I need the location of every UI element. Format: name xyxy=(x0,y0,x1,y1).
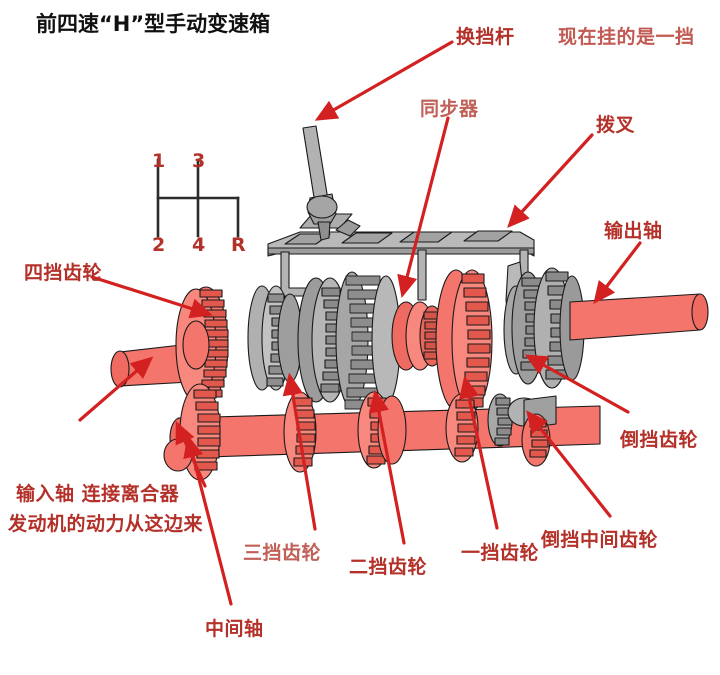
arrow-shift-lever xyxy=(314,40,454,121)
callout-power-from-engine: 发动机的动力从这边来 xyxy=(8,513,204,535)
callout-synchronizer: 同步器 xyxy=(420,98,479,120)
gate-label-1: 1 xyxy=(152,150,166,172)
gate-label-3: 3 xyxy=(192,150,206,172)
arrow-gear-3 xyxy=(282,372,317,531)
annotation-arrows xyxy=(78,40,642,606)
callout-gear-3: 三挡齿轮 xyxy=(243,542,322,564)
h-pattern-gate xyxy=(156,158,240,238)
callout-output-shaft: 输出轴 xyxy=(604,220,663,242)
gate-label-R: R xyxy=(231,234,246,256)
synchronizer-3-4 xyxy=(247,285,303,391)
gate-label-4: 4 xyxy=(192,234,206,256)
arrow-reverse-idler xyxy=(526,410,612,518)
shift-lever xyxy=(302,125,338,241)
gear-reverse-counter xyxy=(521,413,551,467)
callout-current-gear-note: 现在挂的是一挡 xyxy=(558,26,695,48)
arrow-synchronizer xyxy=(397,116,450,299)
arrow-reverse-gear xyxy=(524,354,630,414)
callout-input-shaft: 输入轴 连接离合器 xyxy=(16,483,180,505)
arrow-gear-4 xyxy=(90,275,213,319)
gear-2nd-driven xyxy=(335,271,401,410)
page-title: 前四速“H”型手动变速箱 xyxy=(36,12,271,36)
callout-gear-2: 二挡齿轮 xyxy=(349,556,428,578)
shift-rail-housing xyxy=(267,230,535,257)
arrow-shift-fork xyxy=(507,133,594,229)
callout-gear-1: 一挡齿轮 xyxy=(461,542,540,564)
gate-label-2: 2 xyxy=(152,234,166,256)
callout-shift-fork: 拨叉 xyxy=(596,114,636,136)
gear-1st-counter xyxy=(445,393,479,463)
arrow-gear-2 xyxy=(368,389,406,545)
callout-reverse-gear: 倒挡齿轮 xyxy=(620,429,699,451)
callout-countershaft: 中间轴 xyxy=(205,618,264,640)
callout-reverse-idler-gear: 倒挡中间齿轮 xyxy=(541,529,659,551)
synchronizer-1-2 xyxy=(391,269,493,411)
arrow-output-shaft xyxy=(593,241,642,304)
output-shaft xyxy=(569,293,709,341)
arrow-input-shaft xyxy=(78,356,154,422)
arrow-gear-1 xyxy=(458,375,499,530)
arrow-countershaft xyxy=(183,434,233,606)
callout-gear-4: 四挡齿轮 xyxy=(24,262,103,284)
callout-shift-lever: 换挡杆 xyxy=(456,26,515,48)
